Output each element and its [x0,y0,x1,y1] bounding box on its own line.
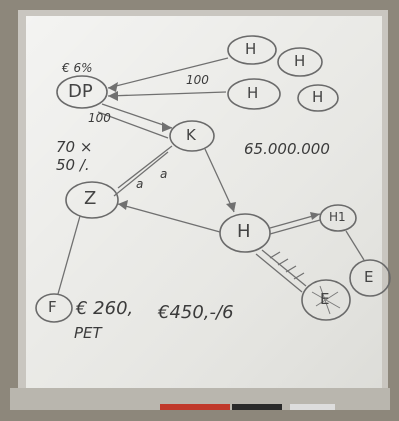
arrowhead-2 [108,91,118,101]
node-e-bottom [301,279,351,321]
label-e-right: E [364,268,374,286]
edge-z-k-1 [117,145,173,189]
edge-dp-k-1 [101,103,173,129]
annotation-dp-top: € 6% [62,61,93,75]
arrowhead-4 [226,202,236,212]
red-marker [160,404,230,410]
annotation-big-number: 65.000.000 [244,140,330,158]
label-h-top-1: H [245,40,257,58]
arrowhead-3 [162,122,172,132]
node-h-top-4 [297,84,339,112]
annotation-arrow-top: 100 [186,73,209,87]
label-k: K [186,126,196,144]
annotation-bottom-2: €450,-/6 [158,302,234,323]
label-z: Z [84,188,97,209]
node-z [65,181,119,219]
node-h-top-1 [227,35,277,65]
annotation-arrow-z: a [136,177,144,191]
label-f: F [48,298,57,316]
annotation-left-2: 50 /. [56,156,90,174]
annotation-bottom-3: PET [74,324,102,342]
annotation-left-1: 70 × [56,138,93,156]
label-h-top-3: H [247,84,259,102]
annotation-arrow-k: a [160,167,168,181]
label-e-bottom: E [320,290,330,308]
edge-z-k-2 [113,151,169,197]
edge-dp-h3 [107,91,227,97]
node-h-top-2 [277,47,323,77]
edge-z-f [57,215,81,295]
arrowhead-5 [118,200,128,210]
edge-h-h1-2 [269,219,321,235]
node-h1-right [319,204,357,232]
arrowhead-6 [310,212,320,220]
black-marker [232,404,282,410]
node-k [169,120,215,152]
board-glare [26,16,382,388]
node-h-center [219,213,271,253]
edge-k-h [204,148,235,213]
edge-dp-k-2 [97,111,169,139]
label-dp: DP [68,81,93,102]
label-h-top-2: H [294,52,306,70]
label-h-center: H [237,221,251,242]
label-h1-right: H1 [329,210,346,224]
white-marker [290,404,335,410]
annotation-bottom-1: € 260, [76,298,134,319]
node-e-right [349,259,391,297]
node-dp [56,75,108,109]
node-f [35,293,73,323]
annotation-dp-below: 100 [88,111,111,125]
edge-h1-e [345,230,365,261]
edge-h-e-2 [255,253,303,293]
edge-dp-h1 [107,57,229,89]
node-h-top-3 [227,78,281,110]
arrowhead-1 [108,82,118,92]
edge-h-e-1 [261,249,307,287]
edge-h-z [117,203,221,233]
label-h-top-4: H [312,88,324,106]
